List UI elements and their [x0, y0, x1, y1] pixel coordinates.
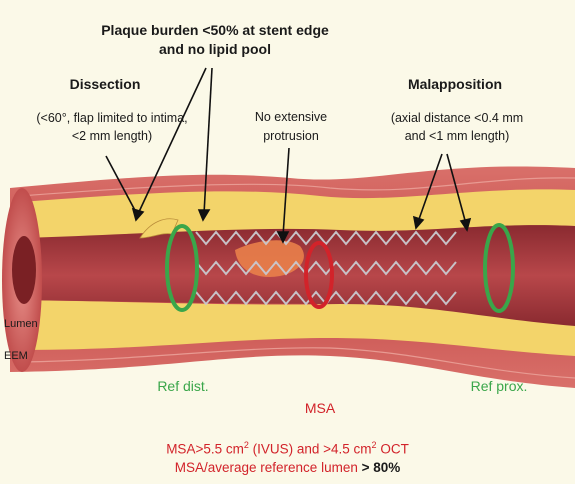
plaque-annotation-line1: Plaque burden <50% at stent edge [60, 22, 370, 39]
ref-dist-label: Ref dist. [138, 378, 228, 395]
dissection-detail-line2: <2 mm length) [4, 129, 220, 144]
lumen-label: Lumen [4, 318, 38, 330]
msa-label: MSA [290, 400, 350, 417]
criteria-msa: MSA [175, 460, 204, 475]
protrusion-line2: protrusion [232, 129, 350, 144]
criteria-line1: MSA>5.5 cm2 (IVUS) and >4.5 cm2 OCT [0, 440, 575, 457]
malapposition-detail-line1: (axial distance <0.4 mm [352, 111, 562, 126]
criteria-line2: MSA/average reference lumen > 80% [0, 460, 575, 475]
criteria-msa-ivus: MSA>5.5 cm [166, 442, 244, 457]
criteria-ratio: /average reference lumen [204, 460, 358, 475]
criteria-oct-end: OCT [377, 442, 409, 457]
criteria-oct: (IVUS) and >4.5 cm [249, 442, 372, 457]
criteria-threshold: > 80% [358, 460, 400, 475]
ref-prox-label: Ref prox. [454, 378, 544, 395]
dissection-title: Dissection [30, 76, 180, 93]
malapposition-title: Malapposition [380, 76, 530, 93]
eem-label: EEM [4, 350, 28, 362]
dissection-detail-line1: (<60°, flap limited to intima, [4, 111, 220, 126]
protrusion-line1: No extensive [232, 110, 350, 125]
malapposition-detail-line2: and <1 mm length) [352, 129, 562, 144]
plaque-annotation-line2: and no lipid pool [60, 41, 370, 58]
